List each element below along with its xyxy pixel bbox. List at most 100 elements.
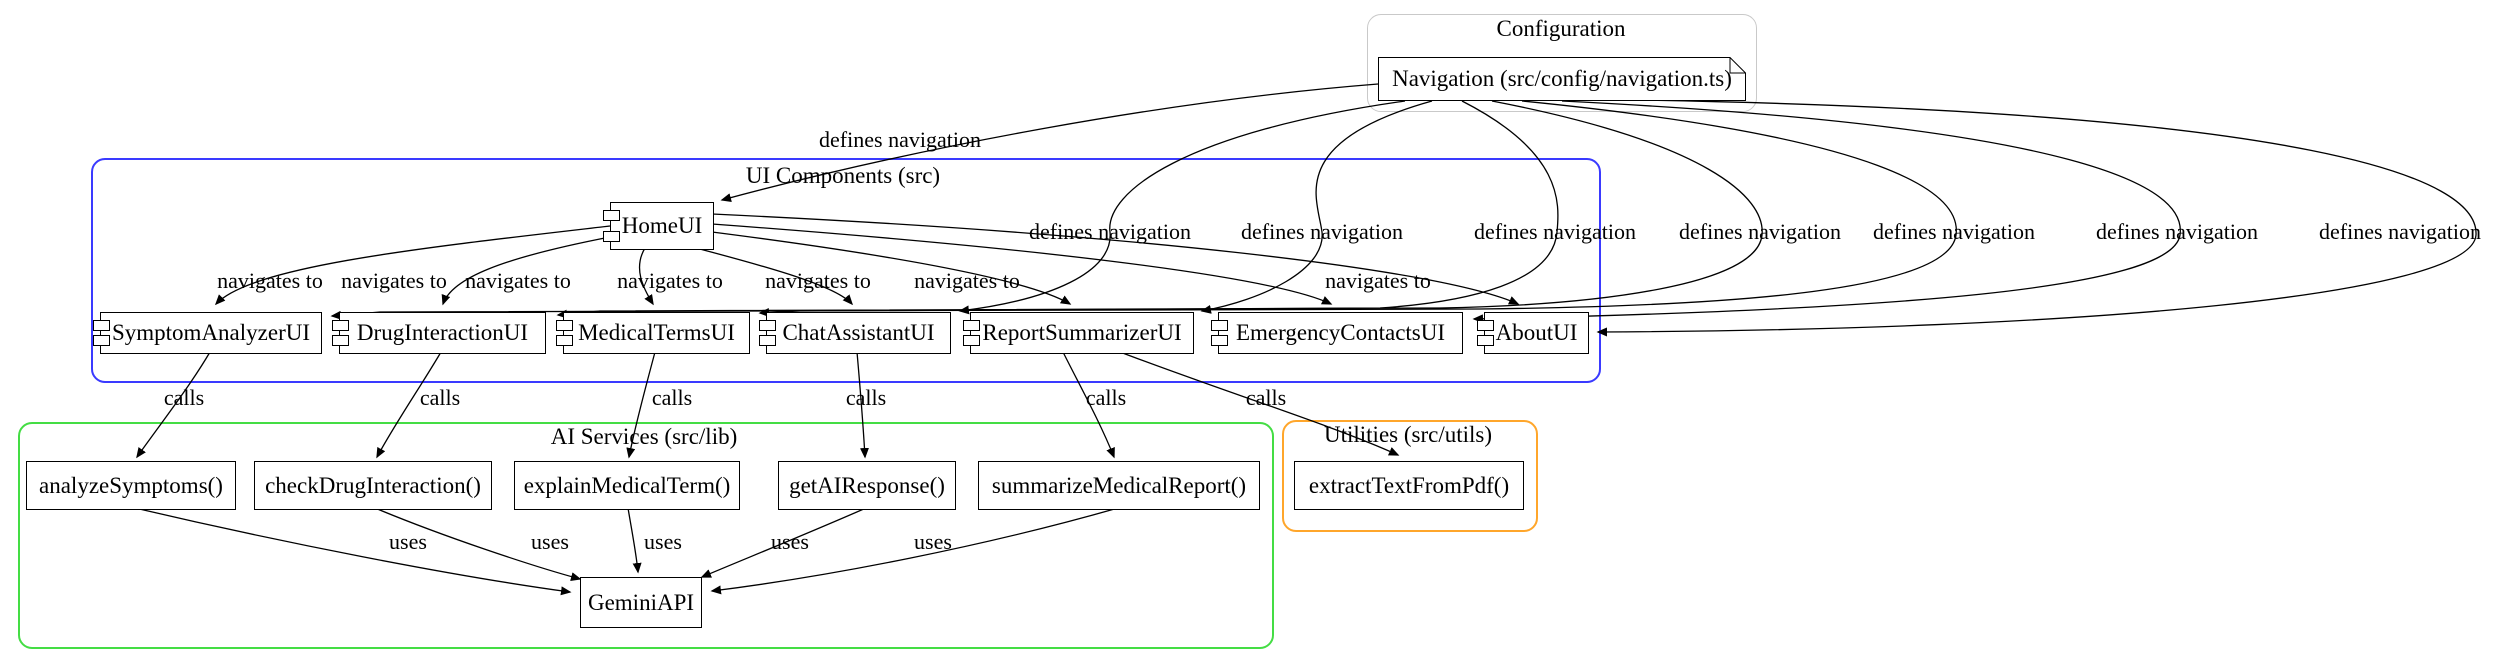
node-medicaltermsui-label: MedicalTermsUI — [578, 320, 735, 345]
edge-label-defines-navigation: defines navigation — [1873, 219, 2035, 244]
node-summarizemedicalreport-label: summarizeMedicalReport() — [991, 472, 1247, 498]
edge-home-about — [711, 213, 1520, 305]
component-tab-icon — [1477, 320, 1494, 331]
edge-navigation-home — [720, 83, 1379, 203]
component-tab-icon — [332, 335, 349, 346]
edge-home-medical — [638, 247, 654, 306]
component-tab-icon — [556, 320, 573, 331]
node-aboutui-label: AboutUI — [1495, 320, 1578, 345]
node-homeui: HomeUI — [603, 202, 714, 250]
edge-drug-checkdrug — [376, 351, 442, 459]
note-shape — [1378, 57, 1746, 101]
node-druginteractionui-label: DrugInteractionUI — [356, 320, 529, 345]
component-tab-icon — [556, 335, 573, 346]
edge-symptom-analyze — [136, 351, 211, 459]
node-emergencycontactsui-label: EmergencyContactsUI — [1235, 320, 1446, 345]
node-aboutui: AboutUI — [1477, 312, 1589, 354]
node-summarizemedicalreport: summarizeMedicalReport() — [978, 461, 1260, 510]
cluster-ui-components — [91, 158, 1601, 383]
node-analyzesymptoms: analyzeSymptoms() — [26, 461, 236, 510]
edge-label-navigates-to: navigates to — [914, 268, 1020, 293]
node-explainmedicalterm-label: explainMedicalTerm() — [523, 472, 731, 498]
node-homeui-label: HomeUI — [621, 213, 703, 238]
node-extracttextfrompdf: extractTextFromPdf() — [1294, 461, 1524, 510]
edge-home-report — [711, 231, 1072, 305]
edge-label-calls: calls — [845, 385, 887, 410]
component-tab-icon — [332, 320, 349, 331]
component-tab-icon — [963, 335, 980, 346]
edge-label-uses: uses — [771, 529, 809, 554]
edge-navigation-about — [1596, 99, 2477, 337]
edge-medical-explain — [626, 351, 656, 459]
component-tab-icon — [93, 335, 110, 346]
edge-label-defines-navigation: defines navigation — [2319, 219, 2481, 244]
node-reportsummarizerui: ReportSummarizerUI — [963, 312, 1194, 354]
edge-label-uses: uses — [531, 529, 569, 554]
cluster-utilities-label: Utilities (src/utils) — [1323, 422, 1493, 447]
component-tab-icon — [1211, 335, 1228, 346]
node-explainmedicalterm: explainMedicalTerm() — [514, 461, 740, 510]
edge-label-navigates-to: navigates to — [765, 268, 871, 293]
edge-label-defines-navigation: defines navigation — [1029, 219, 1191, 244]
edge-label-defines-navigation: defines navigation — [1474, 219, 1636, 244]
node-extracttextfrompdf-label: extractTextFromPdf() — [1308, 472, 1510, 498]
edge-navigation-medical — [758, 100, 1559, 318]
edge-home-emergency — [711, 223, 1333, 305]
node-geminiapi: GeminiAPI — [580, 577, 702, 628]
edge-label-defines-navigation: defines navigation — [2096, 219, 2258, 244]
cluster-configuration-label: Configuration — [1496, 16, 1626, 41]
node-symptomanalyzerui-label: SymptomAnalyzerUI — [111, 320, 310, 345]
edge-home-drug — [441, 236, 611, 306]
edge-label-navigates-to: navigates to — [341, 268, 447, 293]
cluster-ai-services — [18, 422, 1274, 649]
component-tab-icon — [93, 320, 110, 331]
edge-label-calls: calls — [163, 385, 205, 410]
node-chatassistantui-label: ChatAssistantUI — [782, 320, 935, 345]
edge-label-uses: uses — [644, 529, 682, 554]
node-getairesponse: getAIResponse() — [778, 461, 956, 510]
edge-home-chat — [695, 247, 853, 306]
edge-navigation-symptom — [330, 100, 1957, 320]
edge-label-calls: calls — [419, 385, 461, 410]
node-getairesponse-label: getAIResponse() — [789, 472, 945, 498]
node-medicaltermsui: MedicalTermsUI — [556, 312, 750, 354]
edge-label-defines-navigation: defines navigation — [1241, 219, 1403, 244]
edge-navigation-emergency — [1472, 100, 2181, 324]
node-navigation-label: Navigation (src/config/navigation.ts) — [1392, 66, 1732, 91]
edge-label-uses: uses — [914, 529, 952, 554]
component-tab-icon — [603, 210, 620, 221]
edge-chat-getai — [856, 351, 869, 459]
cluster-configuration — [1367, 14, 1757, 112]
node-emergencycontactsui: EmergencyContactsUI — [1211, 312, 1463, 354]
edge-summarize-gemini — [710, 507, 1119, 595]
component-tab-icon — [603, 231, 620, 242]
edge-label-uses: uses — [389, 529, 427, 554]
edge-label-defines-navigation: defines navigation — [1679, 219, 1841, 244]
edge-navigation-report — [1200, 100, 1433, 314]
cluster-utilities — [1282, 420, 1538, 532]
edge-label-navigates-to: navigates to — [1325, 268, 1431, 293]
edge-getai-gemini — [700, 507, 867, 578]
edge-analyze-gemini — [134, 507, 572, 596]
node-druginteractionui: DrugInteractionUI — [332, 312, 546, 354]
edge-label-calls: calls — [1245, 385, 1287, 410]
cluster-ai-services-label: AI Services (src/lib) — [550, 424, 738, 449]
edge-label-calls: calls — [651, 385, 693, 410]
component-tab-icon — [759, 320, 776, 331]
node-analyzesymptoms-label: analyzeSymptoms() — [39, 472, 223, 498]
edge-label-navigates-to: navigates to — [217, 268, 323, 293]
edge-explain-gemini — [627, 507, 642, 574]
node-geminiapi-label: GeminiAPI — [587, 589, 695, 615]
component-tab-icon — [963, 320, 980, 331]
node-checkdruginteraction-label: checkDrugInteraction() — [265, 472, 481, 498]
edge-report-extract — [1119, 351, 1400, 456]
component-tab-icon — [759, 335, 776, 346]
component-tab-icon — [1211, 320, 1228, 331]
edge-report-summarize — [1062, 351, 1115, 459]
edge-navigation-drug — [556, 100, 1763, 319]
node-navigation: Navigation (src/config/navigation.ts) — [1378, 57, 1746, 101]
edge-label-calls: calls — [1085, 385, 1127, 410]
cluster-ui-components-label: UI Components (src) — [745, 163, 941, 188]
